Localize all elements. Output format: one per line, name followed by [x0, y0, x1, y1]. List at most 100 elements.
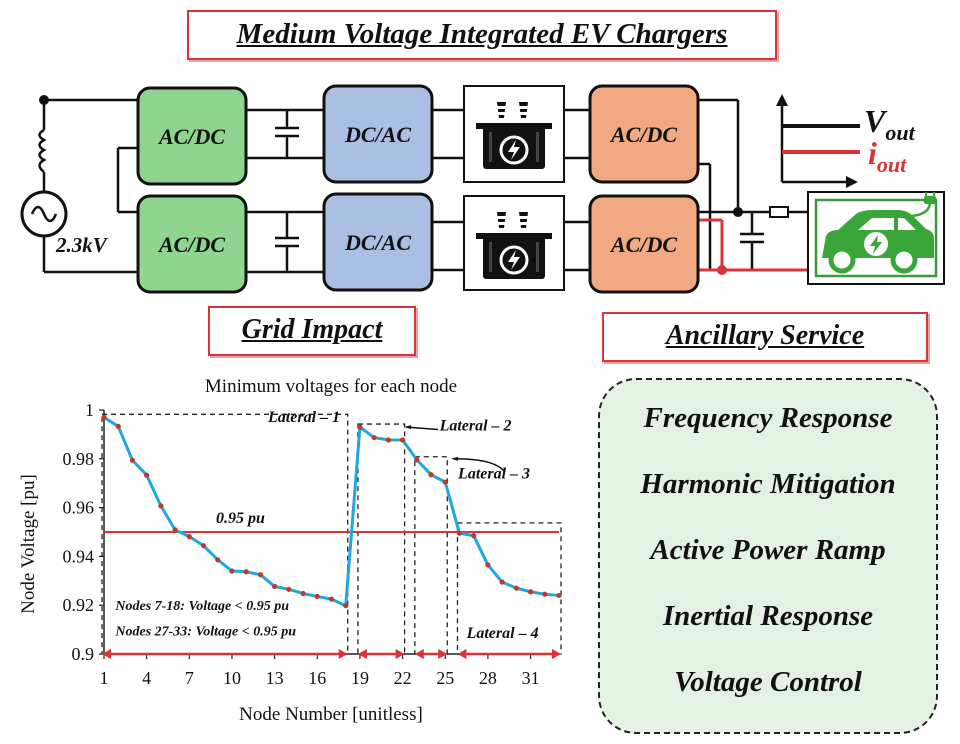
main-title-box: Medium Voltage Integrated EV Chargers [187, 10, 777, 60]
service-item: Harmonic Mitigation [640, 468, 896, 500]
inductor-icon [38, 128, 47, 173]
data-point [527, 589, 534, 595]
data-point [314, 593, 320, 600]
data-point [101, 414, 107, 420]
output-waveform-inset: Vout iout [776, 94, 916, 188]
y-tick-label: 0.9 [72, 644, 95, 664]
ancillary-service-title: Ancillary Service [665, 320, 865, 351]
data-point [257, 572, 264, 578]
x-tick-label: 31 [522, 668, 540, 688]
data-point [300, 590, 306, 597]
lateral-label: Lateral – 1 [267, 409, 340, 426]
data-point [428, 472, 434, 478]
data-point [186, 534, 192, 540]
data-point [172, 527, 178, 533]
converter-dc-ac-bottom: DC/AC [322, 192, 434, 292]
voltage-series [103, 416, 560, 608]
data-point [115, 423, 121, 429]
y-tick-label: 0.98 [63, 449, 95, 469]
grid-impact-title: Grid Impact [241, 314, 383, 345]
span-arrowhead [357, 649, 367, 659]
data-point [442, 479, 448, 485]
voltage-chart: Minimum voltages for each node Node Numb… [18, 376, 562, 725]
svg-text:AC/DC: AC/DC [609, 232, 677, 257]
converter-ac-dc-rear-top: AC/DC [588, 84, 700, 184]
span-arrowhead [438, 649, 448, 659]
converter-ac-dc-bottom: AC/DC [136, 194, 248, 294]
span-arrowhead [552, 649, 561, 659]
span-arrowhead [102, 649, 111, 659]
data-point [414, 457, 420, 463]
data-point [471, 533, 477, 539]
lateral-box [357, 423, 406, 655]
data-point [399, 437, 406, 443]
service-item: Active Power Ramp [650, 534, 886, 566]
data-point [286, 586, 292, 592]
ancillary-services-panel: Frequency Response Harmonic Mitigation A… [598, 378, 938, 734]
annotation-label: Nodes 27-33: Voltage < 0.95 pu [114, 625, 296, 640]
service-item: Voltage Control [674, 666, 862, 698]
data-point [499, 579, 505, 585]
lateral-label: Lateral – 4 [466, 625, 539, 642]
transformer-top [463, 85, 565, 183]
node-dot [39, 95, 49, 105]
wiring [42, 98, 808, 274]
span-arrowhead [395, 649, 405, 659]
x-tick-label: 1 [100, 668, 109, 688]
node-dot [733, 207, 743, 217]
y-tick-label: 0.92 [63, 595, 95, 615]
voltage-line [344, 425, 403, 606]
svg-text:AC/DC: AC/DC [609, 122, 677, 147]
transformer-bottom [463, 195, 565, 291]
chart-annotations: 0.95 pu Lateral – 1 Lateral – 2 Lateral – 3… [114, 409, 538, 642]
x-tick-label: 10 [223, 668, 241, 688]
arrowhead-icon [404, 425, 412, 430]
arrowhead-icon [450, 456, 459, 461]
ancillary-title-box: Ancillary Service [602, 312, 928, 362]
converter-ac-dc-rear-bottom: AC/DC [588, 194, 700, 294]
span-arrowhead [414, 649, 424, 659]
data-point [542, 591, 548, 597]
y-tick-label: 0.94 [63, 546, 95, 566]
service-item: Frequency Response [643, 402, 893, 434]
chart-title: Minimum voltages for each node [205, 376, 457, 397]
x-axis-label: Node Number [unitless] [239, 704, 423, 725]
svg-text:DC/AC: DC/AC [344, 122, 411, 147]
x-tick-label: 13 [266, 668, 284, 688]
data-point [144, 472, 150, 478]
x-tick-label: 4 [142, 668, 151, 688]
x-tick-label: 19 [351, 668, 369, 688]
voltage-line [401, 439, 446, 484]
lateral-box [101, 413, 349, 655]
data-point [485, 562, 491, 568]
leader-line [455, 458, 506, 473]
chart-marks [101, 414, 562, 609]
data-point [343, 603, 349, 609]
red-output-bus [698, 218, 808, 272]
lateral-label: Lateral – 2 [439, 418, 512, 435]
converter-dc-ac-top: DC/AC [322, 84, 434, 184]
data-point [129, 457, 136, 463]
voltage-line [443, 481, 560, 597]
resistor-icon [769, 206, 789, 218]
svg-text:AC/DC: AC/DC [157, 124, 225, 149]
data-point [158, 503, 164, 509]
source-voltage-label: 2.3kV [55, 233, 109, 257]
annotation-label: Nodes 7-18: Voltage < 0.95 pu [114, 599, 289, 614]
grid-impact-title-box: Grid Impact [208, 306, 416, 356]
data-point [371, 434, 377, 441]
data-point [229, 568, 235, 574]
y-tick-label: 1 [85, 400, 94, 420]
y-tick-label: 0.96 [63, 498, 95, 518]
threshold-label: 0.95 pu [216, 510, 265, 527]
x-tick-label: 22 [394, 668, 412, 688]
data-point [456, 530, 463, 536]
electric-car-icon [807, 191, 945, 285]
span-arrowhead [457, 649, 467, 659]
data-point [513, 585, 519, 591]
data-point [215, 557, 221, 563]
lateral-label: Lateral – 3 [457, 465, 530, 482]
span-arrowhead [338, 649, 348, 659]
